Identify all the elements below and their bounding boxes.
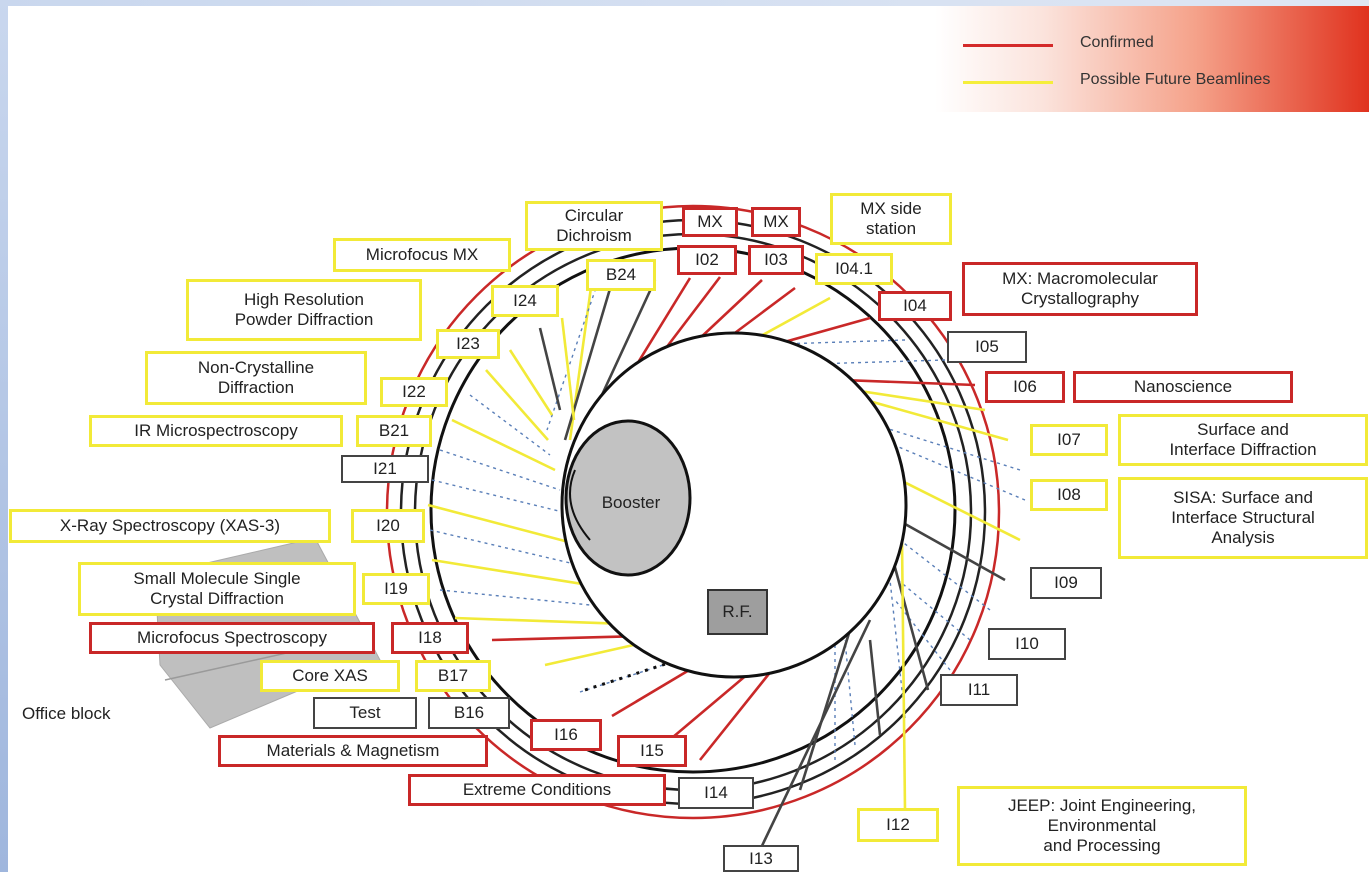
booster-ring (564, 419, 692, 577)
label-i03: I03 (748, 245, 804, 275)
beamline-spoke-44 (469, 394, 551, 456)
beamline-spoke-21 (894, 599, 951, 671)
label-ir-microspectroscopy: IR Microspectroscopy (89, 415, 343, 447)
beamline-spoke-20 (897, 579, 971, 641)
label-high-res-powder: High Resolution Powder Diffraction (186, 279, 422, 341)
beamline-spoke-10 (749, 339, 906, 346)
label-i19: I19 (362, 573, 430, 605)
label-i11: I11 (940, 674, 1018, 706)
beamline-spoke-40 (427, 503, 581, 547)
legend: Confirmed Possible Future Beamlines (935, 6, 1369, 112)
beamline-spoke-28 (798, 629, 852, 791)
label-mx-macromolecular: MX: Macromolecular Crystallography (962, 262, 1198, 316)
label-circular-dichroism: Circular Dichroism (525, 201, 663, 251)
beamline-spoke-46 (508, 349, 554, 416)
label-mx-2: MX (751, 207, 801, 237)
label-i20: I20 (351, 509, 425, 543)
booster-label: Booster (601, 493, 661, 512)
beamline-spoke-25 (900, 539, 907, 811)
label-non-crystalline: Non-Crystalline Diffraction (145, 351, 367, 405)
label-i07: I07 (1030, 424, 1108, 456)
label-b21: B21 (356, 415, 432, 447)
label-materials-magnetism: Materials & Magnetism (218, 735, 488, 767)
label-i08: I08 (1030, 479, 1108, 511)
beamline-spoke-48 (560, 317, 576, 421)
rf-label: R.F. (707, 589, 768, 635)
beamline-spoke-29 (758, 619, 872, 851)
label-xray-spectroscopy: X-Ray Spectroscopy (XAS-3) (9, 509, 331, 543)
beamline-spoke-43 (451, 418, 556, 472)
label-i18: I18 (391, 622, 469, 654)
label-extreme-conditions: Extreme Conditions (408, 774, 666, 806)
label-i09: I09 (1030, 567, 1102, 599)
beamline-spoke-24 (868, 639, 882, 736)
label-i23: I23 (436, 329, 500, 359)
label-b16: B16 (428, 697, 510, 729)
label-small-molecule: Small Molecule Single Crystal Diffractio… (78, 562, 356, 616)
label-i22: I22 (380, 377, 448, 407)
label-sisa: SISA: Surface and Interface Structural A… (1118, 477, 1368, 559)
legend-confirmed-swatch (963, 44, 1053, 47)
label-i24: I24 (491, 285, 559, 317)
beamline-spoke-45 (485, 369, 549, 441)
experimental-hall-inner (560, 331, 908, 679)
label-i15: I15 (617, 735, 687, 767)
label-test: Test (313, 697, 417, 729)
label-surface-interface-diffraction: Surface and Interface Diffraction (1118, 414, 1368, 466)
beamline-spoke-1 (546, 281, 599, 431)
booster-transfer-line (569, 469, 591, 541)
label-i21: I21 (341, 455, 429, 483)
label-mx-1: MX (682, 207, 738, 237)
label-i14: I14 (678, 777, 754, 809)
beamline-spoke-42 (439, 449, 561, 491)
beamline-spoke-22 (891, 559, 930, 691)
beamline-spoke-39 (429, 529, 601, 571)
label-core-xas: Core XAS (260, 660, 400, 692)
beamline-spoke-19 (899, 539, 991, 611)
label-nanoscience: Nanoscience (1073, 371, 1293, 403)
beamline-spoke-37 (439, 589, 641, 611)
beamline-spoke-47 (538, 327, 562, 411)
beamline-spoke-3 (593, 279, 657, 411)
label-i10: I10 (988, 628, 1066, 660)
legend-future-label: Possible Future Beamlines (1080, 71, 1271, 88)
label-i16: I16 (530, 719, 602, 751)
label-microfocus-mx: Microfocus MX (333, 238, 511, 272)
label-i04: I04 (878, 291, 952, 321)
label-microfocus-spectroscopy: Microfocus Spectroscopy (89, 622, 375, 654)
label-mx-side-station: MX side station (830, 193, 952, 245)
label-jeep: JEEP: Joint Engineering, Environmental a… (957, 786, 1247, 866)
frame-top-border (0, 0, 1369, 6)
label-b17: B17 (415, 660, 491, 692)
legend-confirmed-label: Confirmed (1080, 34, 1154, 51)
office-block-label: Office block (22, 704, 111, 723)
label-b24: B24 (586, 259, 656, 291)
legend-future-swatch (963, 81, 1053, 84)
label-i12: I12 (857, 808, 939, 842)
label-i05: I05 (947, 331, 1027, 363)
frame-left-border (0, 0, 8, 872)
label-i13: I13 (723, 845, 799, 872)
label-i04-1: I04.1 (815, 253, 893, 285)
label-i02: I02 (677, 245, 737, 275)
label-i06: I06 (985, 371, 1065, 403)
